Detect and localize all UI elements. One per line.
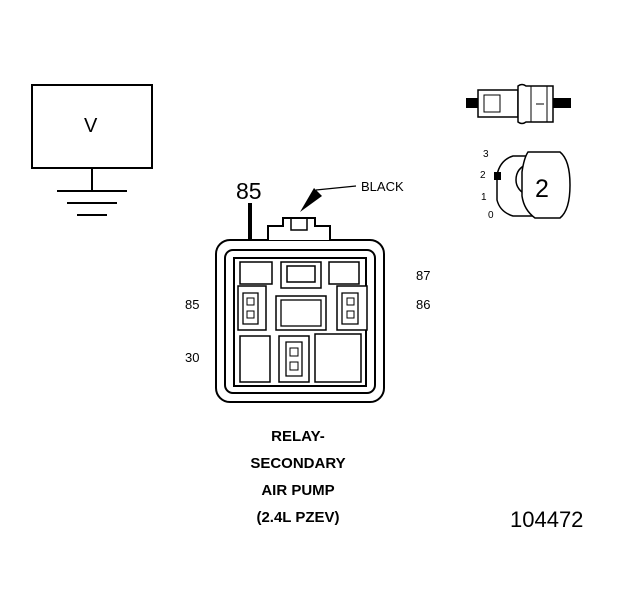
terminal-probe-icon	[466, 83, 571, 125]
wire-color-leader	[300, 185, 357, 212]
dial-selected-value: 2	[535, 175, 549, 203]
voltmeter-symbol	[31, 84, 153, 216]
probe-selector-dial	[494, 151, 571, 219]
callout-pin-number: 85	[236, 178, 262, 204]
figure-id: 104472	[510, 507, 584, 532]
dial-position-0: 0	[488, 210, 494, 221]
wire-color-label: BLACK	[361, 179, 404, 194]
pin-label-87: 87	[416, 268, 431, 283]
relay-connector	[215, 217, 385, 403]
dial-position-1: 1	[481, 192, 487, 203]
dial-position-2: 2	[480, 170, 486, 181]
meter-symbol: V	[84, 115, 98, 137]
pin-label-86: 86	[416, 297, 431, 312]
pin-label-30: 30	[185, 350, 200, 365]
caption-line-1: RELAY-	[271, 428, 325, 445]
caption-line-2: SECONDARY	[250, 455, 346, 472]
pin-label-85: 85	[185, 297, 200, 312]
caption-line-4: (2.4L PZEV)	[256, 509, 340, 526]
dial-position-3: 3	[483, 149, 489, 160]
caption-line-3: AIR PUMP	[261, 482, 335, 499]
